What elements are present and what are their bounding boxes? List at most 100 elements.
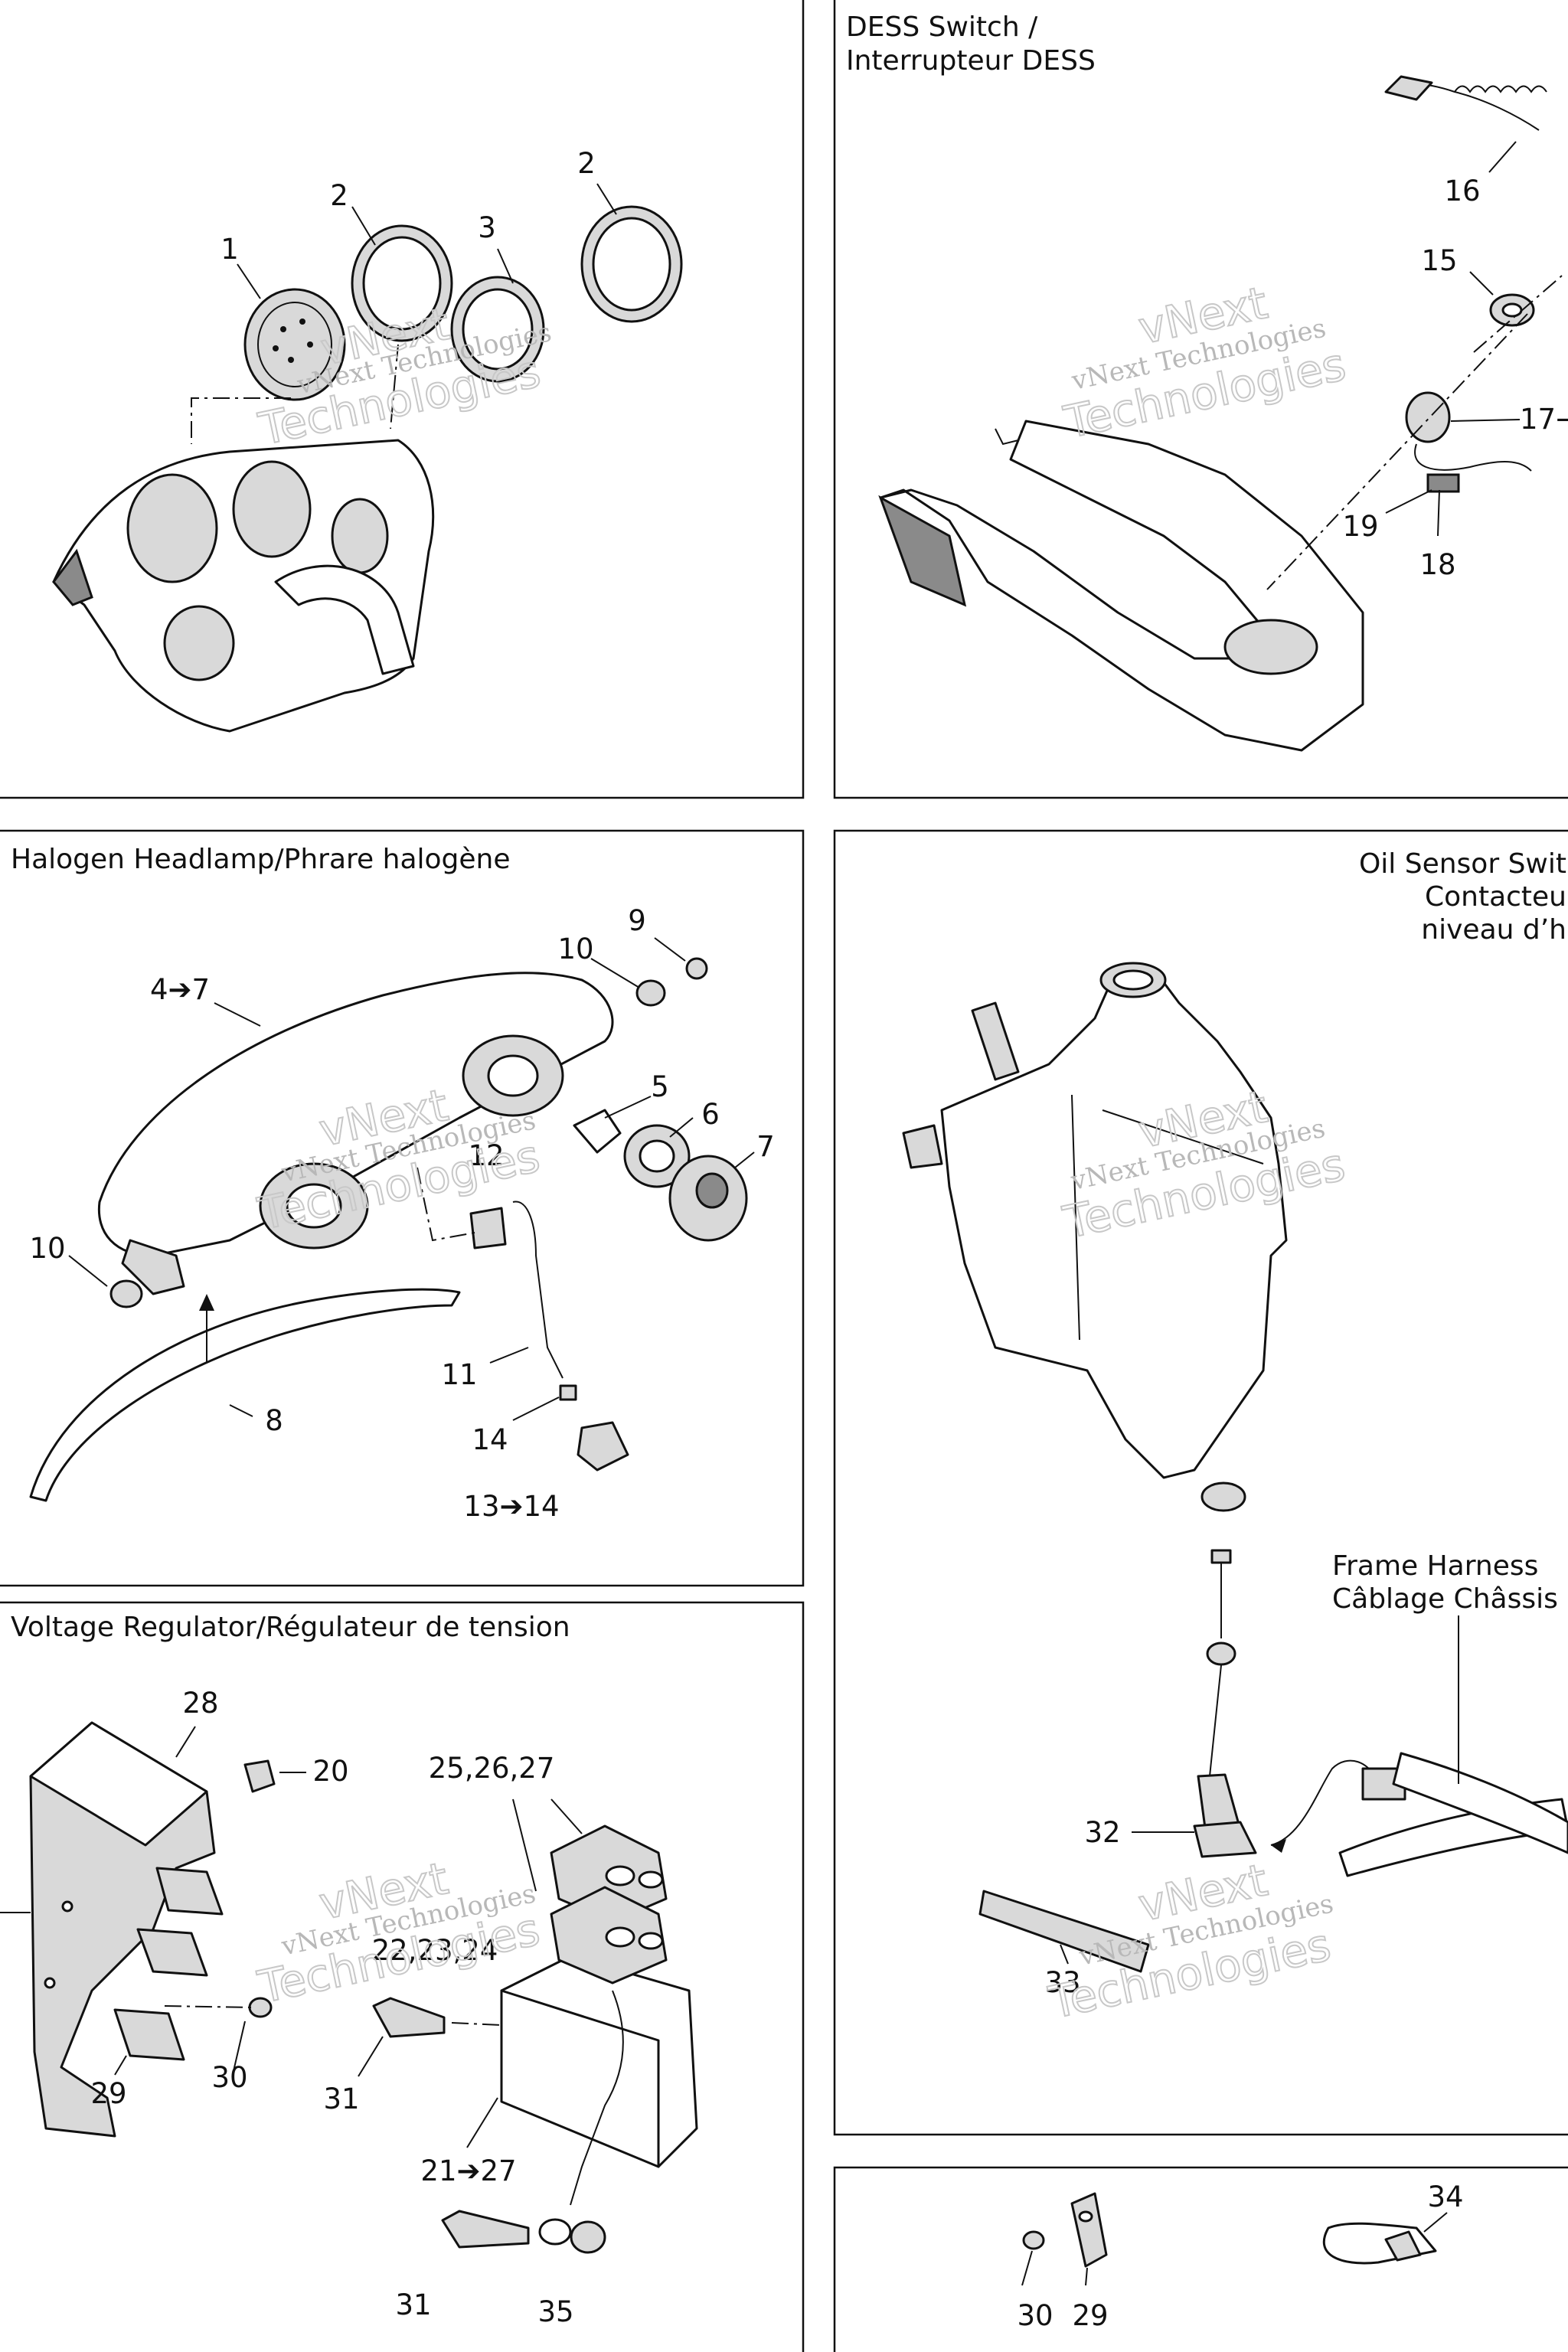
screw-20-icon <box>243 1759 276 1793</box>
callout-10b: 10 <box>29 1232 65 1265</box>
callout-18: 18 <box>1419 548 1455 581</box>
lanyard-coil <box>1454 85 1547 93</box>
tank-clip <box>902 1124 943 1169</box>
headlamp-mount <box>121 1239 185 1295</box>
headlamp-seal-icon <box>29 1288 461 1502</box>
dess-title-line1: DESS Switch / <box>846 11 1038 43</box>
headlamp-illustration <box>29 937 755 1502</box>
tank-seam-2 <box>1102 1109 1264 1165</box>
callout-8: 8 <box>265 1404 283 1437</box>
bracket-top-face <box>29 1721 208 1847</box>
screw-31a-axis <box>451 2022 502 2026</box>
callout-19: 19 <box>1342 510 1378 543</box>
oil-title-line2: Contacteu <box>1425 881 1566 913</box>
accessories-illustration <box>1021 2192 1448 2286</box>
dess-switch-wire <box>1414 443 1532 472</box>
callout-4-7: 4➔7 <box>150 973 210 1006</box>
callout-22-24: 22,23,24 <box>372 1934 498 1967</box>
callout-32: 32 <box>1084 1816 1120 1849</box>
socket-13-icon <box>577 1421 629 1472</box>
callout-30b: 30 <box>1017 2299 1053 2332</box>
cover-clip <box>995 428 1019 446</box>
callout-11: 11 <box>441 1358 477 1391</box>
tank-seam <box>1071 1094 1080 1341</box>
callout-35: 35 <box>537 2295 573 2328</box>
dess-assembly-line-2 <box>1473 275 1563 353</box>
callout-29a: 29 <box>90 2077 126 2110</box>
callout-5: 5 <box>651 1070 669 1103</box>
steering-cover <box>274 564 415 675</box>
oil-title-line3: niveau d’h <box>1421 914 1566 946</box>
oil-title-line1: Oil Sensor Swit <box>1359 848 1566 880</box>
grommet-10b-icon <box>109 1279 143 1308</box>
nut-9-icon <box>685 957 708 980</box>
callout-9: 9 <box>628 904 646 937</box>
callout-7: 7 <box>756 1130 775 1163</box>
callout-16: 16 <box>1444 175 1480 207</box>
screw-31b-icon <box>441 2210 530 2249</box>
harness-wire <box>1270 1759 1379 1846</box>
callout-31a: 31 <box>323 2082 359 2115</box>
dess-switch-icon <box>1405 391 1451 443</box>
frame-harness-branch <box>1392 1752 1568 1854</box>
velcro-strap-33-icon <box>978 1890 1150 1973</box>
bezel-ring-2b-icon <box>580 205 683 323</box>
callout-33: 33 <box>1044 1966 1080 1999</box>
grommet-10a-icon <box>635 979 666 1007</box>
callout-30a: 30 <box>211 2061 247 2094</box>
gauge-1-icon <box>243 288 346 401</box>
callout-17: 17→ <box>1520 403 1568 436</box>
callout-6: 6 <box>701 1098 720 1131</box>
oil-sensor-tip <box>1210 1549 1232 1564</box>
regulator-title: Voltage Regulator/Régulateur de tension <box>11 1612 570 1643</box>
gauge-opening-lower <box>163 605 235 681</box>
ring-terminal-icon <box>538 2218 572 2246</box>
headlamp-title: Halogen Headlamp/Phrare halogène <box>11 844 511 875</box>
callout-13-14: 13➔14 <box>463 1490 559 1523</box>
callout-21-27: 21➔27 <box>420 2154 516 2187</box>
frame-harness-line2: Câblage Châssis <box>1332 1583 1558 1615</box>
dess-title-line2: Interrupteur DESS <box>846 45 1096 77</box>
lock-washer-35-icon <box>570 2220 606 2254</box>
frame-harness-line1: Frame Harness <box>1332 1550 1538 1582</box>
gauge-opening-center <box>232 460 312 558</box>
clip-29-icon <box>1070 2192 1108 2268</box>
callout-12: 12 <box>468 1139 504 1172</box>
callout-15: 15 <box>1421 244 1457 277</box>
callout-1: 1 <box>220 233 239 266</box>
dess-illustration <box>878 75 1563 752</box>
bulb-icon <box>573 1109 622 1154</box>
gauge-opening-right <box>331 498 389 574</box>
headlamp-assembly-line <box>416 1167 475 1242</box>
callout-20: 20 <box>312 1755 348 1788</box>
gauge-3-icon <box>450 276 545 383</box>
voltage-regulator-panel <box>0 1601 805 2352</box>
callout-34: 34 <box>1427 2180 1463 2213</box>
bulb-12-icon <box>469 1207 507 1250</box>
callout-28: 28 <box>182 1687 218 1720</box>
gauge-cluster-illustration <box>52 183 683 733</box>
callout-25-27: 25,26,27 <box>429 1752 555 1785</box>
bulb-14-icon <box>559 1384 577 1401</box>
dess-assembly-line <box>1266 313 1528 590</box>
cover-side <box>878 495 967 607</box>
cover-recess <box>1223 619 1318 675</box>
dess-connector-18-icon <box>1426 473 1460 493</box>
callout-2b: 2 <box>577 147 596 180</box>
lanyard-clip-icon <box>1384 75 1433 101</box>
ground-wire <box>570 1990 624 2206</box>
gauge-assembly-line-2 <box>390 344 399 430</box>
oil-sensor-float <box>1206 1642 1236 1666</box>
nut-axis <box>164 2005 253 2008</box>
bracket-clip-a <box>155 1867 224 1916</box>
tank-bracket <box>971 1001 1020 1081</box>
accessories-panel <box>833 2166 1568 2352</box>
bracket-clip-b <box>136 1928 208 1977</box>
callout-3: 3 <box>478 211 496 244</box>
bracket-clip-c <box>113 2008 185 2061</box>
regulator-front-face <box>500 1989 660 2168</box>
oil-tank-illustration <box>902 962 1568 1973</box>
bezel-ring-2a-icon <box>351 224 453 342</box>
screw-31a-icon <box>372 1997 446 2038</box>
